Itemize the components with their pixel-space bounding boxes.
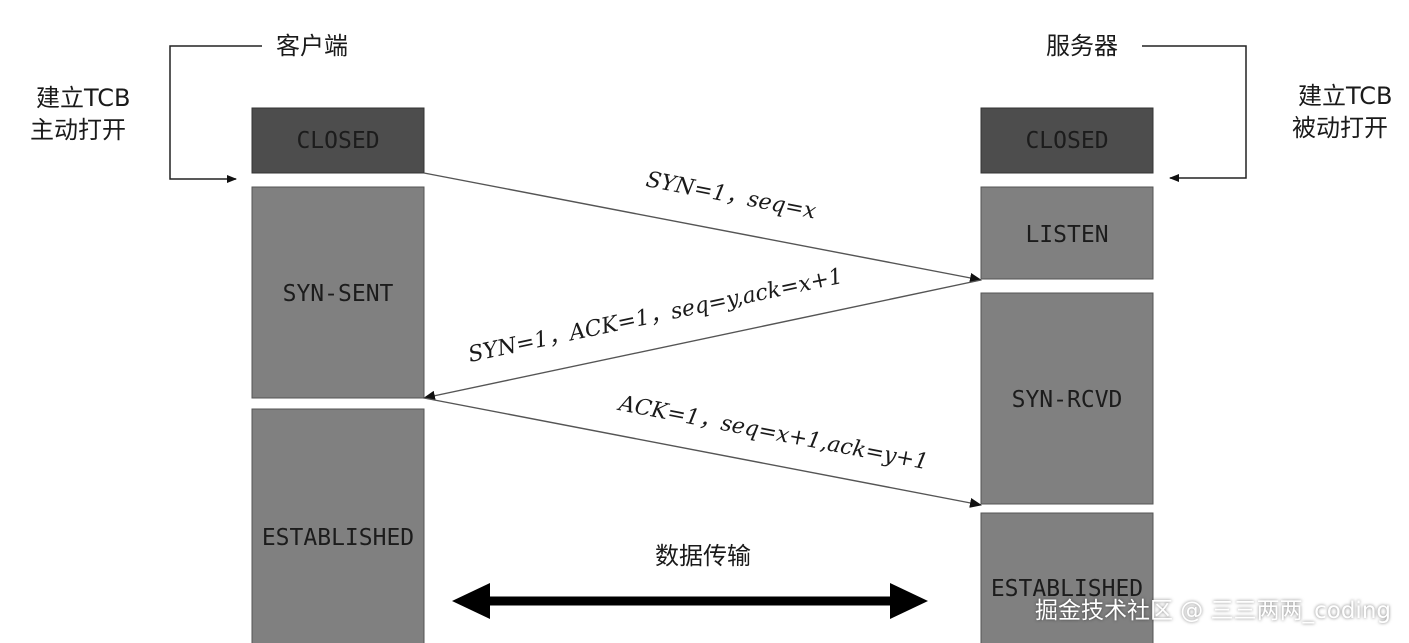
client-title: 客户端 — [276, 32, 348, 60]
server-state-established: ESTABLISHED — [980, 512, 1154, 643]
server-state-listen-label: LISTEN — [1025, 222, 1108, 248]
server-state-closed-label: CLOSED — [1025, 128, 1108, 154]
client-state-syn-sent: SYN-SENT — [251, 186, 425, 399]
syn-arrow — [423, 172, 982, 283]
server-note-line1: 建立TCB — [1298, 82, 1392, 110]
client-state-established: ESTABLISHED — [251, 408, 425, 643]
client-state-syn-sent-label: SYN-SENT — [283, 281, 394, 307]
client-note-line1: 建立TCB — [36, 84, 130, 112]
server-note-line2: 被动打开 — [1292, 114, 1388, 142]
watermark-text: 掘金技术社区 @ 三三两两_coding — [1034, 598, 1391, 624]
client-state-closed-label: CLOSED — [296, 128, 379, 154]
server-state-established-label: ESTABLISHED — [991, 576, 1143, 602]
server-state-syn-rcvd-label: SYN-RCVD — [1012, 387, 1123, 413]
client-state-established-label: ESTABLISHED — [262, 525, 414, 551]
server-state-closed: CLOSED — [980, 107, 1154, 174]
server-state-syn-rcvd: SYN-RCVD — [980, 292, 1154, 505]
data-transfer-label: 数据传输 — [655, 542, 751, 570]
syn-ack-arrow — [423, 279, 982, 401]
ack-arrow — [423, 397, 982, 508]
server-title: 服务器 — [1046, 32, 1118, 60]
syn-ack-label: SYN=1，ACK=1，seq=y,ack=x+1 — [466, 264, 845, 368]
client-state-closed: CLOSED — [251, 107, 425, 174]
client-open-bracket — [169, 45, 262, 183]
server-open-bracket — [1142, 45, 1247, 182]
server-state-listen: LISTEN — [980, 186, 1154, 280]
ack-label: ACK=1，seq=x+1,ack=y+1 — [615, 391, 930, 475]
data-transfer-double-arrow — [452, 583, 928, 619]
client-note-line2: 主动打开 — [30, 116, 126, 144]
syn-label: SYN=1，seq=x — [644, 167, 819, 224]
